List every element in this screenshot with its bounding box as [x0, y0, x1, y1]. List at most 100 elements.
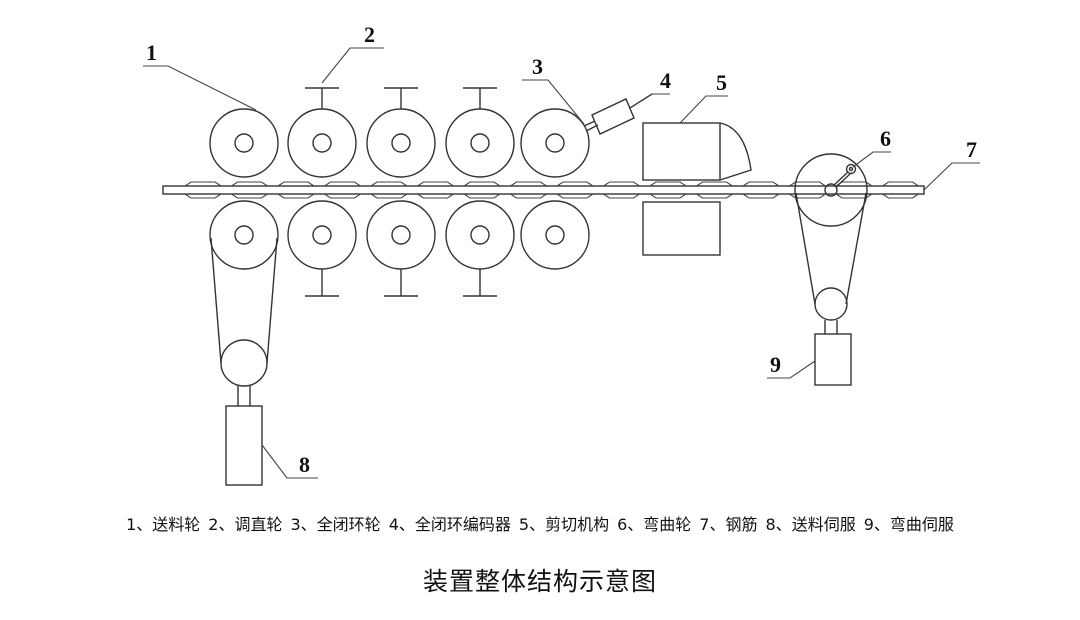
roller-outer [445, 108, 515, 178]
shear-blade [719, 122, 752, 181]
roller-outer [209, 200, 279, 270]
roller-outer [287, 108, 357, 178]
roller-hub [470, 133, 490, 153]
roller-hub [391, 133, 411, 153]
legend-item-number: 6、 [617, 515, 644, 534]
roller-hub [312, 225, 332, 245]
part-number-7: 7 [966, 137, 977, 162]
roller-hub [545, 225, 565, 245]
rebar-rib [649, 181, 687, 199]
leader-5 [679, 95, 728, 124]
rebar-bar [162, 185, 925, 195]
feed-servo-assembly [210, 237, 278, 486]
roller-outer [520, 200, 590, 270]
legend-item-number: 1、 [126, 515, 153, 534]
legend-item-number: 7、 [699, 515, 726, 534]
roller-outer [209, 108, 279, 178]
rebar-rib [603, 181, 640, 199]
stand [463, 87, 497, 109]
part-number-5: 5 [716, 70, 727, 95]
legend-item-number: 9、 [863, 515, 890, 534]
bending-servo-pulley [814, 287, 848, 321]
rebar-rib [370, 181, 408, 199]
lower-roller [287, 200, 357, 270]
shear-upper-block [642, 122, 721, 181]
part-number-9: 9 [770, 352, 781, 377]
roller-hub [470, 225, 490, 245]
bending-pin [845, 163, 857, 175]
legend-item-number: 4、 [388, 515, 415, 534]
rebar-rib [417, 181, 454, 199]
legend-item: 7、钢筋 [699, 515, 757, 534]
roller-hub [545, 133, 565, 153]
part-number-2: 2 [364, 22, 375, 47]
part-number-6: 6 [880, 126, 891, 151]
legend-item-number: 2、 [208, 515, 235, 534]
bending-belt-left [795, 192, 816, 305]
rebar-rib [882, 181, 919, 199]
legend-item: 5、剪切机构 [519, 515, 609, 534]
leader-4 [629, 93, 670, 109]
bending-belt-right [845, 192, 867, 305]
shear-lower-block [642, 201, 721, 256]
leader-8 [261, 444, 318, 479]
encoder-body [591, 98, 635, 135]
part-number-3: 3 [532, 54, 543, 79]
legend-item: 9、弯曲伺服 [864, 515, 954, 534]
legend-item-label: 送料轮 [152, 515, 201, 534]
legend-item: 6、弯曲轮 [617, 515, 691, 534]
legend-item-label: 送料伺服 [791, 515, 856, 534]
rebar-rib [556, 181, 594, 199]
lower-roller [366, 200, 436, 270]
legend-item-label: 弯曲轮 [643, 515, 692, 534]
bending-servo-motor [814, 333, 852, 386]
rebar-rib [463, 181, 501, 199]
roller-hub [312, 133, 332, 153]
bending-assembly [794, 153, 868, 386]
lower-roller [209, 200, 279, 270]
legend-item-label: 全闭环编码器 [414, 515, 511, 534]
upper-roller [209, 108, 279, 178]
bending-wheel [794, 153, 868, 227]
feed-servo-motor [225, 405, 263, 486]
legend-item-label: 弯曲伺服 [889, 515, 954, 534]
upper-roller [445, 108, 515, 178]
leader-6 [852, 151, 891, 168]
part-number-4: 4 [660, 68, 671, 93]
roller-hub [234, 225, 254, 245]
roller-outer [287, 200, 357, 270]
roller-outer [445, 200, 515, 270]
leader-2 [321, 47, 384, 84]
rebar-rib [231, 181, 268, 199]
stand [463, 269, 497, 297]
leader-7 [923, 162, 980, 191]
figure-caption: 装置整体结构示意图 [422, 567, 657, 596]
lower-roller [445, 200, 515, 270]
upper-roller [287, 108, 357, 178]
upper-roller [520, 108, 590, 178]
legend-item-number: 3、 [290, 515, 317, 534]
feed-servo-pulley [220, 339, 268, 387]
roller-outer [366, 200, 436, 270]
rebar-rib [789, 181, 826, 199]
rebar-rib [510, 181, 547, 199]
shearing-mechanism [642, 122, 752, 256]
roller-hub [391, 225, 411, 245]
roller-outer [366, 108, 436, 178]
legend-item-number: 5、 [518, 515, 546, 534]
roller-hub [234, 133, 254, 153]
leader-1 [143, 65, 257, 111]
rebar-rib [277, 181, 315, 199]
lower-roller [520, 200, 590, 270]
upper-rollers [209, 108, 590, 178]
legend-item: 4、全闭环编码器 [389, 515, 511, 534]
lower-rollers [209, 200, 590, 270]
roller-outer [520, 108, 590, 178]
leader-9 [767, 360, 816, 379]
rebar-rib [742, 181, 780, 199]
legend-item: 8、送料伺服 [766, 515, 856, 534]
legend-item-number: 8、 [765, 515, 792, 534]
stand [384, 87, 418, 109]
legend-item-label: 钢筋 [725, 515, 758, 534]
